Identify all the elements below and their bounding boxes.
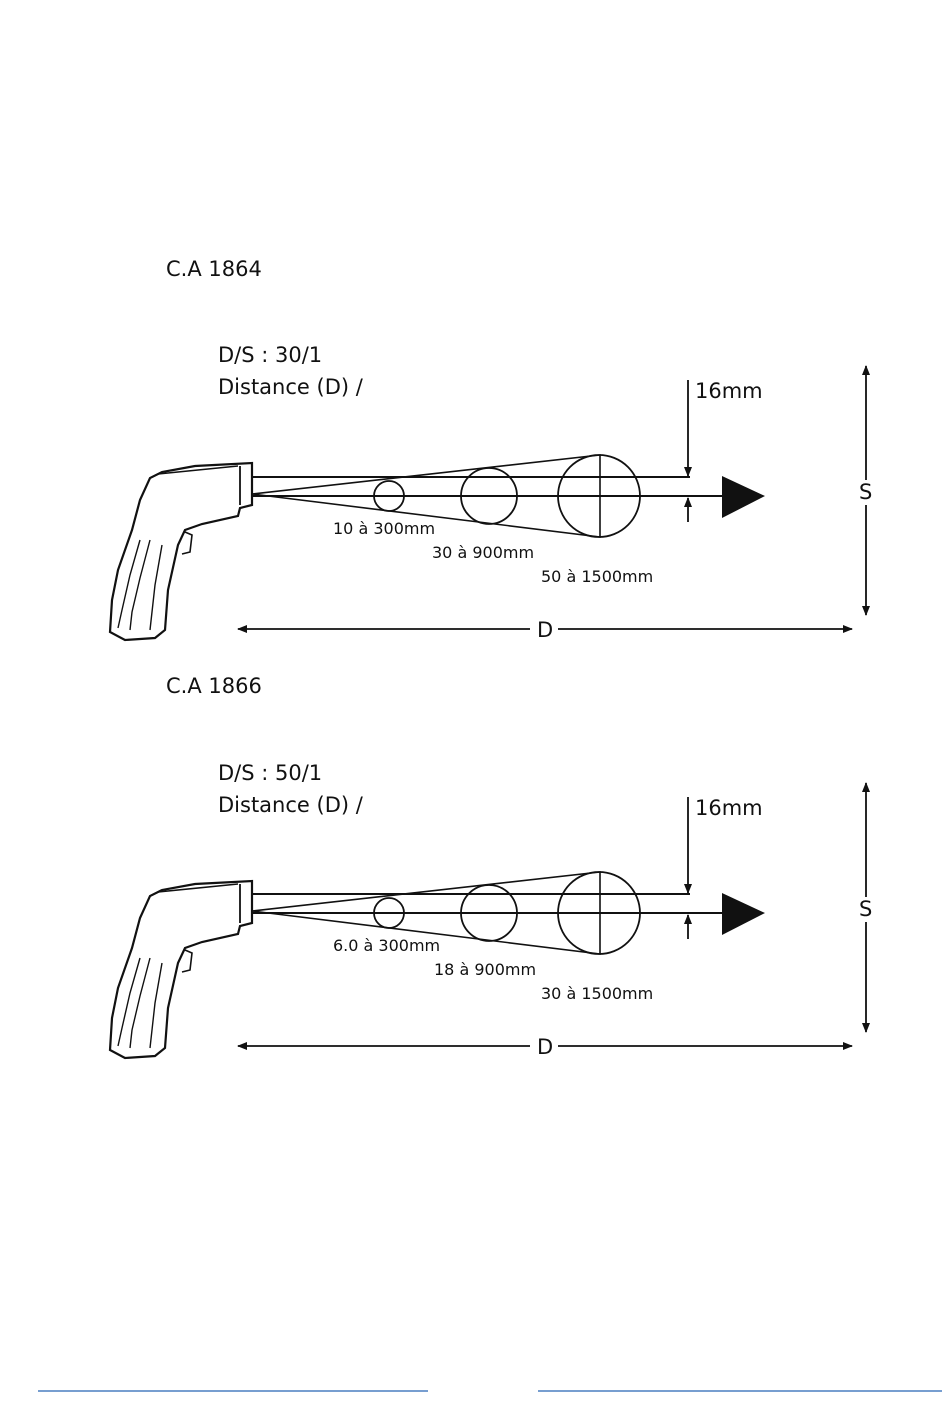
model-title: C.A 1866	[166, 674, 262, 698]
ds-ratio-label: D/S : 30/1	[218, 343, 322, 367]
thermometer-gun-icon	[110, 463, 252, 640]
spot-size-label: 16mm	[695, 796, 763, 820]
spot-label-2: 18 à 900mm	[434, 960, 536, 979]
s-dimension-label: S	[859, 480, 872, 504]
thermometer-gun-icon	[110, 881, 252, 1058]
model-title: C.A 1864	[166, 257, 262, 281]
distance-label: Distance (D) /	[218, 375, 364, 399]
spot-label-2: 30 à 900mm	[432, 543, 534, 562]
spot-label-1: 6.0 à 300mm	[333, 936, 440, 955]
arrow-head-icon	[722, 893, 765, 935]
diagram-ca1866: C.A 1866 D/S : 50/1 Distance (D) / 16mm …	[110, 674, 872, 1059]
ds-ratio-label: D/S : 50/1	[218, 761, 322, 785]
s-dimension-label: S	[859, 897, 872, 921]
arrow-head-icon	[722, 476, 765, 518]
spot-label-1: 10 à 300mm	[333, 519, 435, 538]
spot-label-3: 30 à 1500mm	[541, 984, 653, 1003]
diagram-ca1864: C.A 1864 D/S : 30/1 Distance (D) / 16mm …	[110, 257, 872, 642]
distance-label: Distance (D) /	[218, 793, 364, 817]
spot-label-3: 50 à 1500mm	[541, 567, 653, 586]
d-dimension-label: D	[537, 618, 553, 642]
spot-size-label: 16mm	[695, 379, 763, 403]
d-dimension-label: D	[537, 1035, 553, 1059]
